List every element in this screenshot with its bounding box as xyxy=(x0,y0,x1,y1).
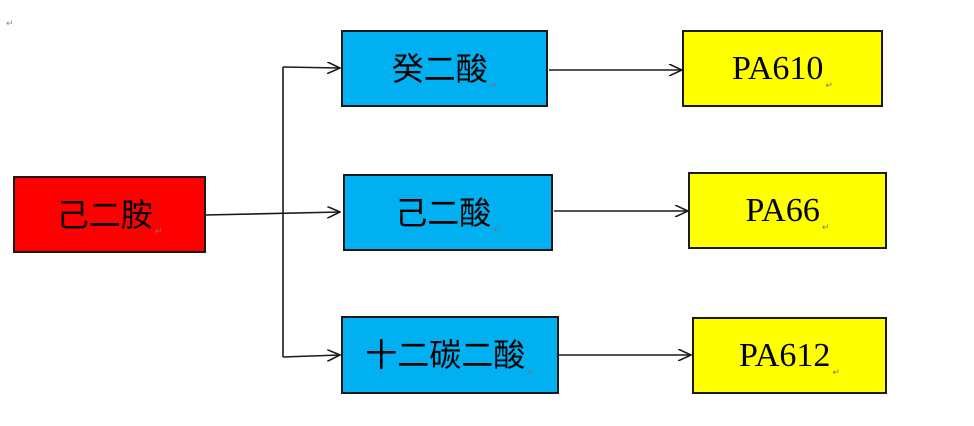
paragraph-mark: ↵ xyxy=(832,368,840,378)
connector-source-acid-3 xyxy=(282,355,340,357)
node-product-1: PA610 ↵ xyxy=(682,30,883,107)
paragraph-mark: ↵ xyxy=(6,19,14,29)
paragraph-mark: ↵ xyxy=(154,227,163,237)
node-source: 己二胺 ↵ xyxy=(13,176,206,253)
node-product-1-label: PA610 xyxy=(732,49,824,87)
node-product-2: PA66 ↵ xyxy=(688,172,887,249)
node-product-3: PA612 ↵ xyxy=(692,317,887,394)
paragraph-mark: ↵ xyxy=(825,81,833,91)
paragraph-mark: ↵ xyxy=(489,81,498,91)
node-product-2-label: PA66 xyxy=(745,191,820,229)
node-acid-2-label: 己二酸 xyxy=(395,193,492,232)
node-acid-2: 己二酸 ↵ xyxy=(343,174,553,251)
node-acid-1: 癸二酸 ↵ xyxy=(341,30,548,107)
paragraph-mark: ↵ xyxy=(493,225,501,235)
connector-source-acid-2 xyxy=(204,212,340,215)
node-acid-3: 十二碳二酸 ↵ xyxy=(341,316,559,394)
node-source-label: 己二胺 xyxy=(56,195,153,234)
connector-source-acid-1 xyxy=(282,67,340,68)
node-product-3-label: PA612 xyxy=(739,336,831,374)
node-acid-1-label: 癸二酸 xyxy=(391,49,488,88)
node-acid-3-label: 十二碳二酸 xyxy=(365,336,526,374)
paragraph-mark: ↵ xyxy=(527,368,535,378)
paragraph-mark: ↵ xyxy=(821,223,830,233)
